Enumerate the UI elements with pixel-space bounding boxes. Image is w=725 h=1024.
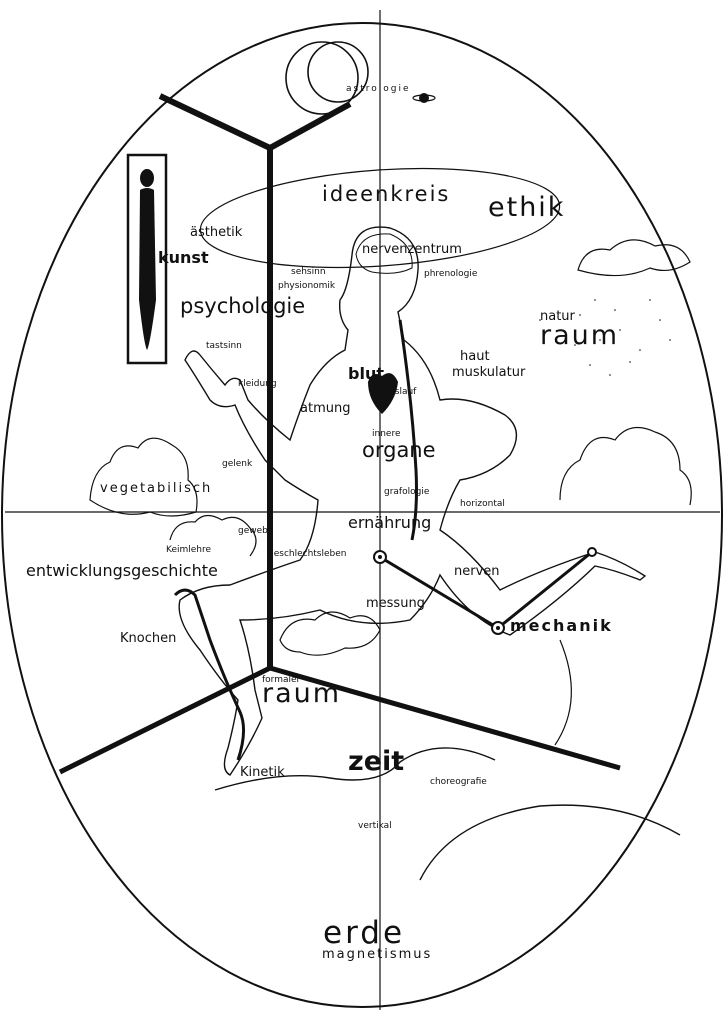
label-vertikal: vertikal [358, 821, 392, 831]
room-edge-upper-left [158, 93, 272, 151]
label-choreografie: choreografie [430, 777, 487, 787]
label-kunst: kunst [158, 248, 209, 267]
label-messung: messung [366, 596, 425, 611]
mechanik-arc [554, 639, 572, 746]
label-mechanik: mechanik [510, 616, 613, 635]
label-muskulatur: muskulatur [452, 365, 526, 380]
label-raum-lower: raum [262, 678, 342, 709]
room-edge-lower-left [58, 665, 272, 775]
wall-picture-frame [126, 153, 168, 365]
label-keimlehre: Keimlehre [166, 545, 212, 555]
label-kinetik: Kinetik [240, 765, 285, 780]
label-physionomik: physionomik [278, 281, 336, 291]
bush-left-lower [169, 514, 257, 557]
human-figure [178, 226, 647, 776]
label-ethik: ethik [488, 192, 566, 223]
zeit-wave [214, 747, 496, 791]
label-sehsinn: sehsinn [291, 267, 326, 277]
label-gewebe: gewebe [238, 526, 274, 536]
label-kreislauf: kreislauf [378, 387, 417, 397]
label-entwicklungsgeschichte: entwicklungsgeschichte [26, 561, 218, 580]
label-atmung: atmung [300, 401, 351, 416]
cloud-lower [279, 611, 381, 656]
brain-shape [355, 233, 413, 274]
label-horizontal: horizontal [460, 499, 505, 509]
label-natur: natur [540, 309, 575, 324]
label-gelenk: gelenk [222, 459, 253, 469]
label-ernahrung: ernährung [348, 513, 432, 532]
label-grafologie: grafologie [384, 487, 430, 497]
label-haut: haut [460, 349, 490, 364]
label-kleidung: kleidung [238, 379, 277, 389]
label-innere: innere [372, 429, 401, 439]
ideenkreis-ellipse [199, 167, 561, 269]
bush-right [559, 426, 692, 506]
outer-ellipse [1, 22, 723, 1008]
cloud-right [577, 239, 691, 277]
label-zeit: zeit [348, 746, 405, 777]
label-geschlechtsleben: geschlechtsleben [268, 549, 347, 559]
saturn-planet-icon [412, 93, 436, 103]
label-astrologie: astrologie [346, 84, 411, 94]
lower-right-arc [419, 804, 681, 881]
label-asthetik: ästhetik [190, 225, 243, 240]
label-nerven: nerven [454, 564, 500, 579]
label-formaler: formaler [262, 675, 301, 685]
label-ideenkreis: ideenkreis [322, 182, 451, 206]
label-blut: blut [348, 364, 384, 383]
leg-bones [173, 588, 245, 761]
spine-line [398, 319, 418, 541]
label-knochen: Knochen [120, 631, 177, 646]
mechanik-linkage [373, 547, 597, 635]
label-tastsinn: tastsinn [206, 341, 242, 351]
label-phrenologie: phrenologie [424, 269, 478, 279]
heart-shape [368, 373, 398, 414]
label-raum-upper: raum [540, 320, 620, 351]
label-nervenzentrum: nervenzentrum [362, 242, 462, 257]
moon-crescent-icon [285, 41, 369, 115]
label-psychologie: psychologie [180, 294, 306, 318]
stipple-dots [539, 299, 671, 376]
bush-left [89, 437, 198, 517]
label-magnetismus: magnetismus [322, 947, 433, 962]
label-vegetabilisch: vegetabilisch [100, 481, 213, 496]
label-organe: organe [362, 438, 436, 462]
room-edge-lower-right [269, 665, 621, 771]
label-erde: erde [323, 915, 406, 951]
